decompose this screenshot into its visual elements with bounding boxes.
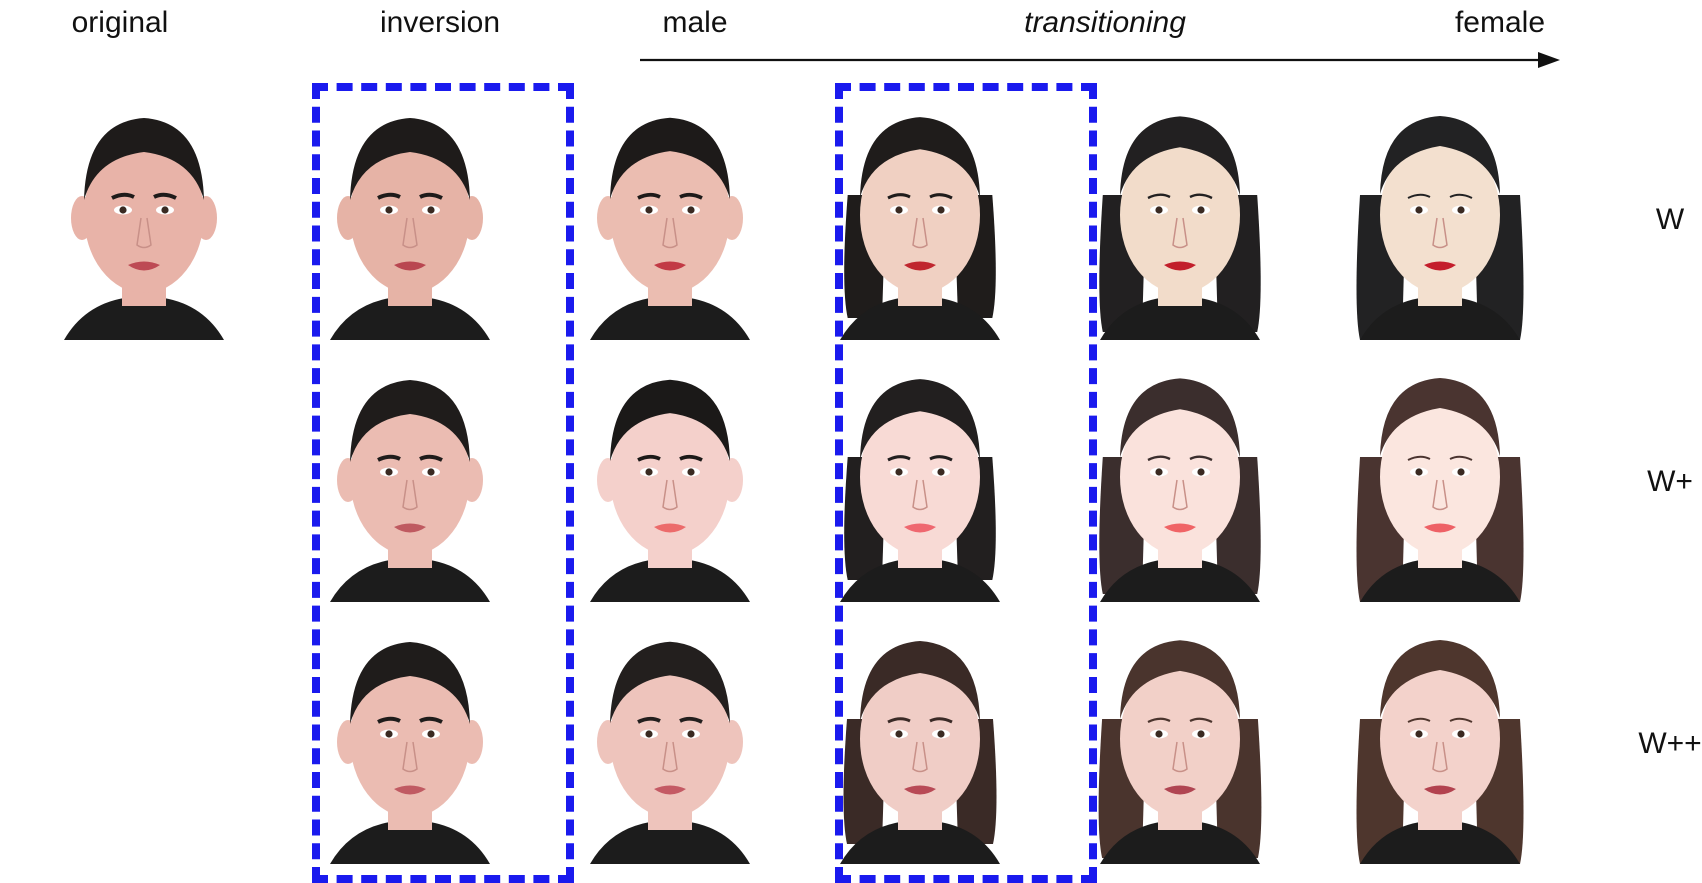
- column-header-female: female: [1454, 6, 1546, 39]
- face-image-row2-col3: [800, 362, 1040, 602]
- row-label-w-plus: W+: [1647, 465, 1693, 498]
- transition-arrow: [640, 52, 1560, 68]
- face-image-row2-col1: [290, 362, 530, 602]
- face-image-row2-col4: [1060, 362, 1300, 602]
- transition-highlight-frame: [835, 83, 1097, 883]
- face-image-row3-col2: [550, 624, 790, 864]
- face-image-row3-col1: [290, 624, 530, 864]
- face-image-row1-col1: [290, 100, 530, 340]
- column-header-inversion: inversion: [379, 6, 501, 39]
- row-label-w: W: [1655, 203, 1685, 236]
- inversion-highlight-frame: [312, 83, 574, 883]
- column-header-male: male: [662, 6, 728, 39]
- face-image-row3-col5: [1320, 624, 1560, 864]
- face-image-row1-col5: [1320, 100, 1560, 340]
- face-image-row1-col4: [1060, 100, 1300, 340]
- column-header-original: original: [71, 6, 169, 39]
- face-image-row1-col2: [550, 100, 790, 340]
- face-image-row3-col4: [1060, 624, 1300, 864]
- original-face-image: [24, 100, 264, 340]
- row-label-w-plus-plus: W++: [1638, 727, 1702, 760]
- column-header-transitioning: transitioning: [1024, 6, 1186, 39]
- face-image-row2-col2: [550, 362, 790, 602]
- face-image-row2-col5: [1320, 362, 1560, 602]
